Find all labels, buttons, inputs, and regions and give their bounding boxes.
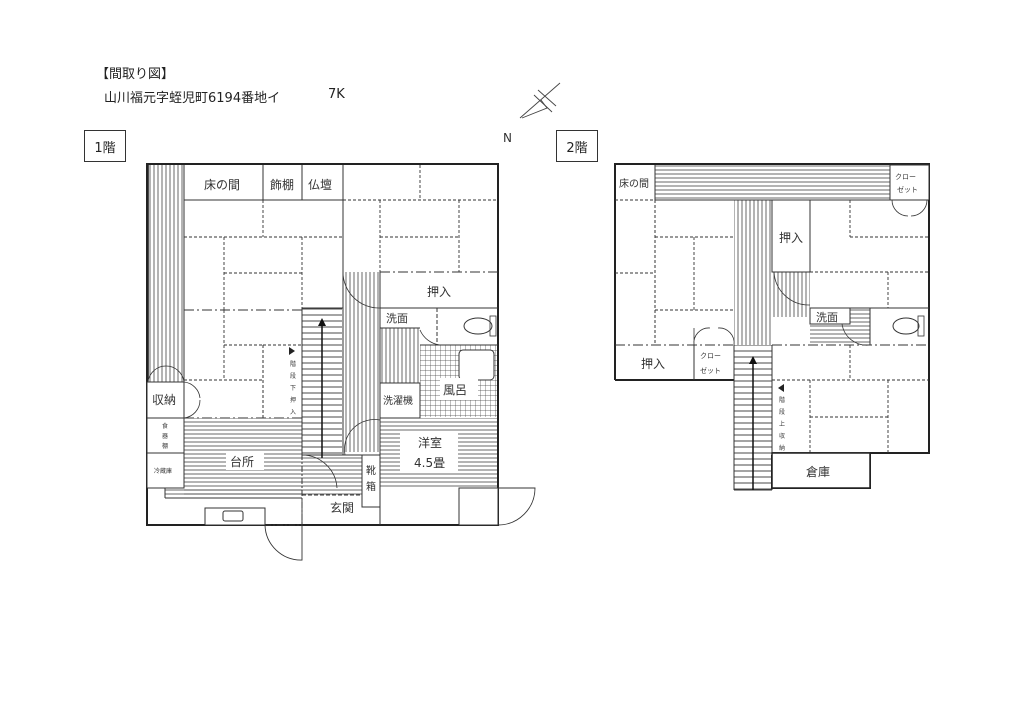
- f2-closet-left-label-1: クロー: [700, 352, 721, 360]
- f2-kaidan-ue-label: 階: [779, 396, 785, 404]
- svg-text:押: 押: [290, 396, 296, 404]
- f1-senmen-floor: [380, 328, 420, 383]
- floor1-plan: 床の間 飾棚 仏壇 押入 洗面 風呂 洗濯機 収納 食 器 棚 冷蔵庫 台所 玄…: [146, 163, 536, 561]
- svg-text:上: 上: [779, 420, 785, 428]
- f1-shokkidana-label-1: 食: [162, 422, 168, 430]
- svg-text:納: 納: [779, 444, 785, 452]
- plan-title: 【間取り図】: [96, 67, 175, 82]
- svg-text:下: 下: [290, 385, 296, 392]
- floor2-tag: 2階: [556, 130, 598, 162]
- svg-text:段: 段: [779, 408, 785, 416]
- f2-senmen-label: 洗面: [816, 311, 838, 324]
- f1-senmen-label: 洗面: [386, 312, 408, 325]
- f1-butsudan-label: 仏壇: [308, 177, 332, 192]
- f1-oshiire-label: 押入: [427, 285, 451, 299]
- f1-daidokoro-label: 台所: [230, 454, 254, 469]
- svg-text:棚: 棚: [162, 442, 168, 450]
- f1-genkan-label: 玄関: [330, 500, 354, 515]
- f2-corridor-center: [734, 200, 772, 345]
- f1-kutsubako-label-1: 靴: [366, 464, 376, 477]
- f1-shuno-label: 収納: [152, 393, 176, 407]
- svg-text:段: 段: [290, 372, 296, 380]
- f1-furo-label: 風呂: [443, 383, 467, 397]
- f2-closet-top-label-1: クロー: [895, 173, 916, 181]
- svg-text:入: 入: [290, 409, 296, 416]
- floor2-plan: 床の間 クロー ゼット 押入 洗面 押入 クロー ゼット 階 段 上 収 納 倉…: [614, 163, 930, 491]
- svg-text:ゼット: ゼット: [897, 185, 918, 194]
- f2-corridor-north: [655, 165, 890, 200]
- svg-text:ゼット: ゼット: [700, 366, 721, 375]
- f1-kazaridana-label: 飾棚: [270, 177, 294, 192]
- f1-yoshitsu-size: 4.5畳: [414, 456, 445, 470]
- f1-sentakuki-label: 洗濯機: [383, 394, 413, 407]
- compass-north-label: N: [503, 131, 512, 145]
- f1-corridor-center: [344, 272, 380, 452]
- f1-yoshitsu-label: 洋室: [418, 435, 442, 450]
- f2-oshiire-left-label: 押入: [641, 357, 665, 371]
- f2-tokonoma-label: 床の間: [619, 177, 649, 190]
- compass-icon: [519, 82, 561, 119]
- svg-text:収: 収: [779, 433, 785, 440]
- svg-text:器: 器: [162, 433, 168, 440]
- f2-oshiire-top-label: 押入: [779, 231, 803, 245]
- f1-kaidan-shita-label: 階: [290, 360, 296, 368]
- svg-text:箱: 箱: [366, 480, 376, 493]
- floor1-tag: 1階: [84, 130, 126, 162]
- property-address: 山川福元字蛭児町6194番地イ: [104, 91, 281, 106]
- f1-reizoko-label: 冷蔵庫: [154, 467, 172, 475]
- f1-tokonoma-label: 床の間: [204, 178, 240, 192]
- f2-soko-label: 倉庫: [806, 464, 830, 479]
- layout-type: 7K: [328, 87, 345, 102]
- f1-corridor-west: [148, 165, 184, 382]
